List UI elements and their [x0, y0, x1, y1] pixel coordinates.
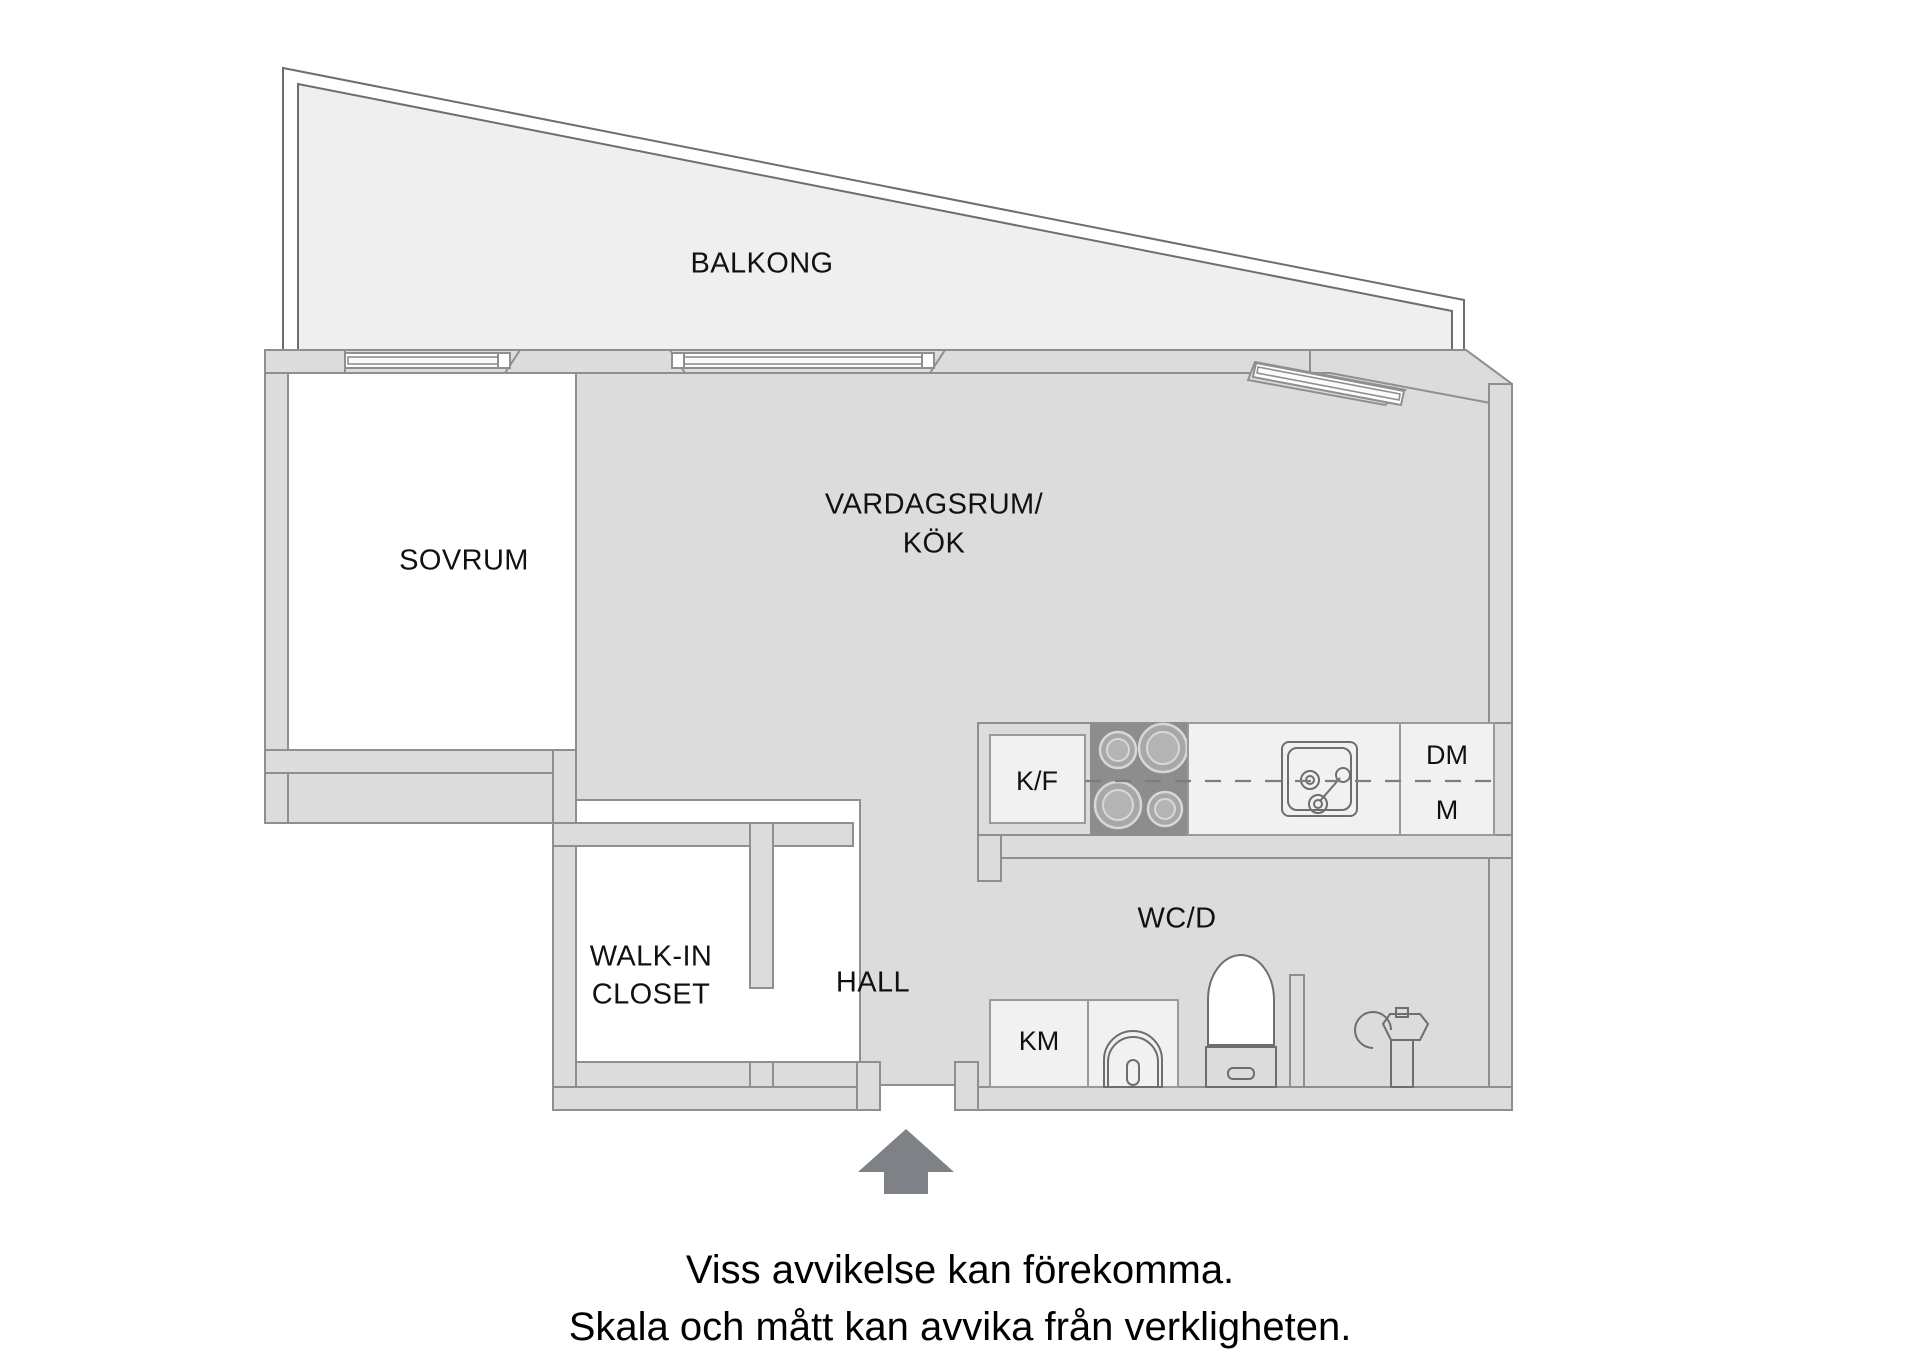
wash-basin-bowl	[1103, 1030, 1163, 1088]
wall-closet-right-lower	[749, 1061, 774, 1088]
disclaimer-block: Viss avvikelse kan förekomma. Skala och …	[569, 1248, 1352, 1349]
window-1-glass	[347, 356, 503, 365]
wall-closet-right-upper	[749, 822, 774, 989]
appliance-label-m: M	[1436, 795, 1459, 825]
room-label-vardagsrum: VARDAGSRUM/	[825, 489, 1044, 521]
window-2-mullion-left	[671, 352, 685, 369]
appliance-label-dm: DM	[1426, 740, 1468, 770]
wall-bottom-hall	[552, 1086, 858, 1111]
room-label-hall: HALL	[836, 967, 910, 999]
wall-sovrum-step-horizontal	[264, 749, 577, 774]
wall-bottom-bathroom	[954, 1086, 1513, 1111]
balcony-rail-gap	[285, 70, 1462, 307]
bathroom-fixtures-group: KM	[989, 954, 1430, 1088]
burner-top-right-inner	[1146, 731, 1180, 765]
appliance-label-km: KM	[1019, 1026, 1060, 1056]
window-2-glass	[675, 356, 931, 365]
burner-bottom-left-inner	[1102, 789, 1134, 821]
window-1-mullion	[497, 352, 511, 369]
entrance-arrow-shape	[858, 1129, 954, 1194]
room-label-balkong: BALKONG	[690, 248, 833, 280]
wash-basin-bowl-inner	[1107, 1036, 1159, 1088]
wall-door-jamb-right	[954, 1061, 979, 1111]
kitchen-worktop	[1187, 722, 1401, 836]
room-label-kok: KÖK	[903, 528, 966, 560]
window-2	[668, 349, 947, 374]
burner-bottom-right-inner	[1154, 798, 1176, 820]
wall-kitchen-bath-stub	[977, 834, 1002, 882]
window-3-angled	[1246, 360, 1408, 407]
wall-closet-top	[552, 822, 854, 847]
shower-head-neck	[1395, 1007, 1409, 1018]
window-1	[344, 349, 522, 374]
wash-basin-cabinet	[1087, 999, 1179, 1088]
window-3-glass	[1256, 366, 1401, 401]
balcony-region: BALKONG	[282, 66, 1465, 361]
windows-group	[344, 349, 1408, 407]
walkin-closet-walls	[552, 822, 854, 1088]
balcony-floor	[297, 82, 1453, 361]
room-labels-group: SOVRUM VARDAGSRUM/ KÖK WALK-IN CLOSET HA…	[399, 489, 1216, 1011]
washing-machine-cabinet	[989, 999, 1089, 1088]
wash-basin-faucet	[1126, 1059, 1140, 1086]
dishwasher-microwave-cabinet	[1399, 722, 1495, 836]
shower-hose	[1354, 1011, 1392, 1049]
room-label-closet: CLOSET	[592, 979, 710, 1011]
room-label-walkin: WALK-IN	[590, 941, 713, 973]
wall-kitchen-bath-divider	[977, 834, 1513, 859]
sink-outer	[1281, 741, 1358, 817]
shower-head-plate	[1381, 1013, 1430, 1041]
toilet-flush-button	[1227, 1067, 1255, 1080]
wall-door-jamb-left	[856, 1061, 881, 1111]
wall-hall-left-vertical	[552, 749, 577, 1088]
fridge-freezer-cabinet	[989, 734, 1086, 824]
burner-top-left-inner	[1106, 738, 1130, 762]
disclaimer-line-1: Viss avvikelse kan förekomma.	[686, 1248, 1234, 1292]
room-label-wcd: WC/D	[1138, 903, 1217, 935]
entrance-arrow	[858, 1129, 954, 1194]
toilet-bowl	[1207, 954, 1275, 1046]
kitchen-counter-group: K/F DM M	[977, 722, 1513, 836]
shower-partition-wall	[1289, 974, 1305, 1088]
window-2-mullion-right	[921, 352, 935, 369]
sink-basin	[1287, 747, 1352, 811]
sink-faucet-base-inner	[1313, 799, 1323, 809]
disclaimer-line-2: Skala och mått kan avvika från verklighe…	[569, 1305, 1352, 1349]
sink-faucet-base-outer	[1308, 794, 1328, 814]
appliance-label-kf: K/F	[1016, 766, 1058, 796]
sink-faucet-head	[1335, 767, 1351, 783]
room-label-sovrum: SOVRUM	[399, 545, 529, 577]
